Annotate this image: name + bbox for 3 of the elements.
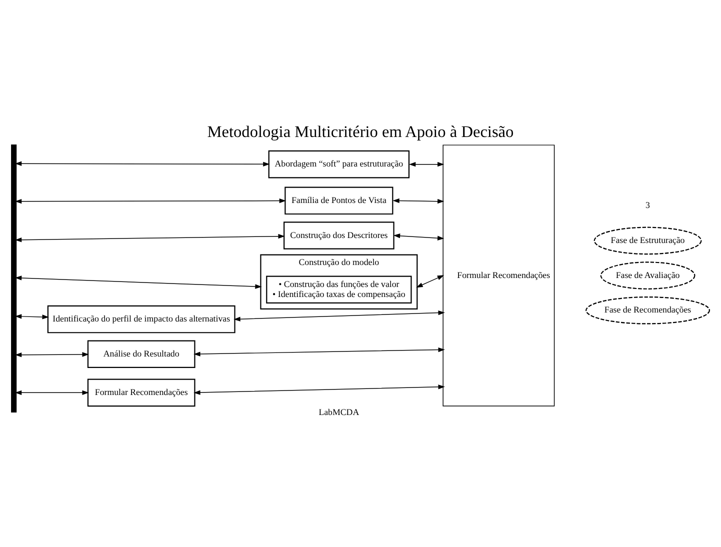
diagram-title: Metodologia Multicritério em Apoio à Decisão — [207, 122, 514, 141]
label: LabMCDA — [318, 406, 360, 417]
label: 3 — [646, 200, 650, 210]
